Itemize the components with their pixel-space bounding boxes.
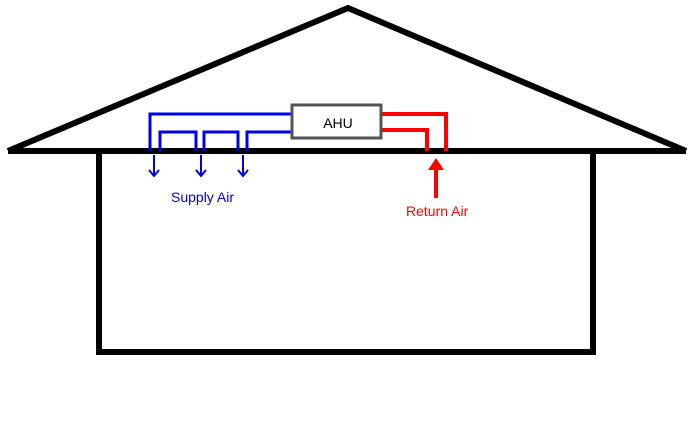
building-walls	[96, 151, 596, 355]
supply-arrows	[148, 155, 249, 178]
supply-duct-loop-1	[158, 130, 198, 151]
return-ductwork	[381, 112, 448, 151]
supply-duct-top	[148, 112, 292, 151]
supply-air-label: Supply Air	[171, 189, 235, 205]
supply-duct-loop-2	[202, 130, 240, 151]
ahu-label: AHU	[323, 115, 353, 131]
return-arrow	[428, 158, 444, 198]
supply-arrow-2	[195, 155, 207, 178]
supply-duct-lower	[245, 130, 292, 151]
roof-outline	[6, 4, 688, 154]
supply-arrow-3	[237, 155, 249, 178]
return-air-label: Return Air	[406, 203, 469, 219]
return-duct-outer	[381, 112, 448, 151]
supply-arrow-1	[148, 155, 160, 178]
ahu-box	[290, 103, 383, 140]
supply-ductwork	[148, 112, 292, 151]
return-duct-inner	[381, 128, 429, 151]
